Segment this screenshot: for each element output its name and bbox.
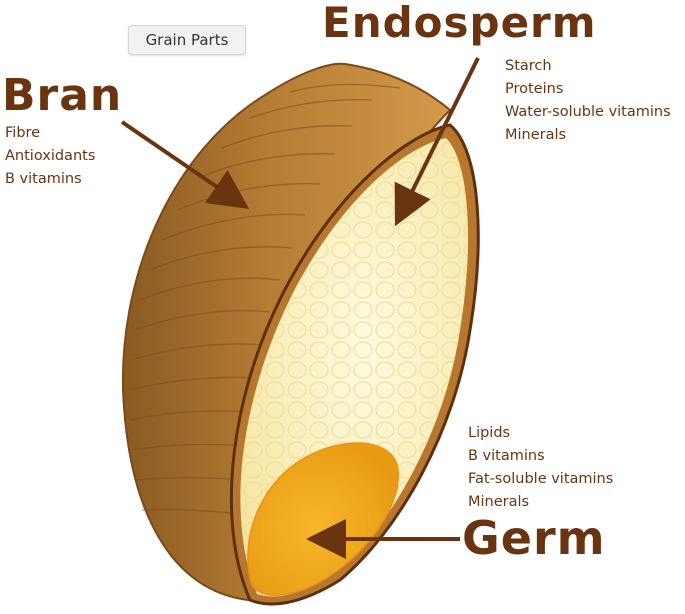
tooltip: Grain Parts — [128, 25, 246, 55]
endosperm-heading: Endosperm — [322, 0, 597, 47]
bran-arrow — [120, 120, 250, 210]
list-item: Lipids — [468, 425, 511, 441]
list-item: Fibre — [5, 125, 41, 141]
endosperm-arrow — [394, 57, 480, 227]
list-item: B vitamins — [5, 171, 82, 187]
list-item: Proteins — [505, 81, 564, 97]
endosperm-nutrient-list: Starch Proteins Water-soluble vitamins M… — [505, 55, 671, 147]
germ-heading: Germ — [462, 511, 606, 565]
list-item: Water-soluble vitamins — [505, 104, 671, 120]
bran-nutrient-list: Fibre Antioxidants B vitamins — [5, 122, 95, 191]
list-item: Starch — [505, 58, 552, 74]
list-item: Fat-soluble vitamins — [468, 471, 614, 487]
bran-heading: Bran — [2, 70, 123, 121]
list-item: Minerals — [505, 127, 567, 143]
list-item: Antioxidants — [5, 148, 96, 164]
list-item: B vitamins — [468, 448, 545, 464]
list-item: Minerals — [468, 494, 530, 510]
germ-nutrient-list: Lipids B vitamins Fat-soluble vitamins M… — [468, 422, 613, 514]
